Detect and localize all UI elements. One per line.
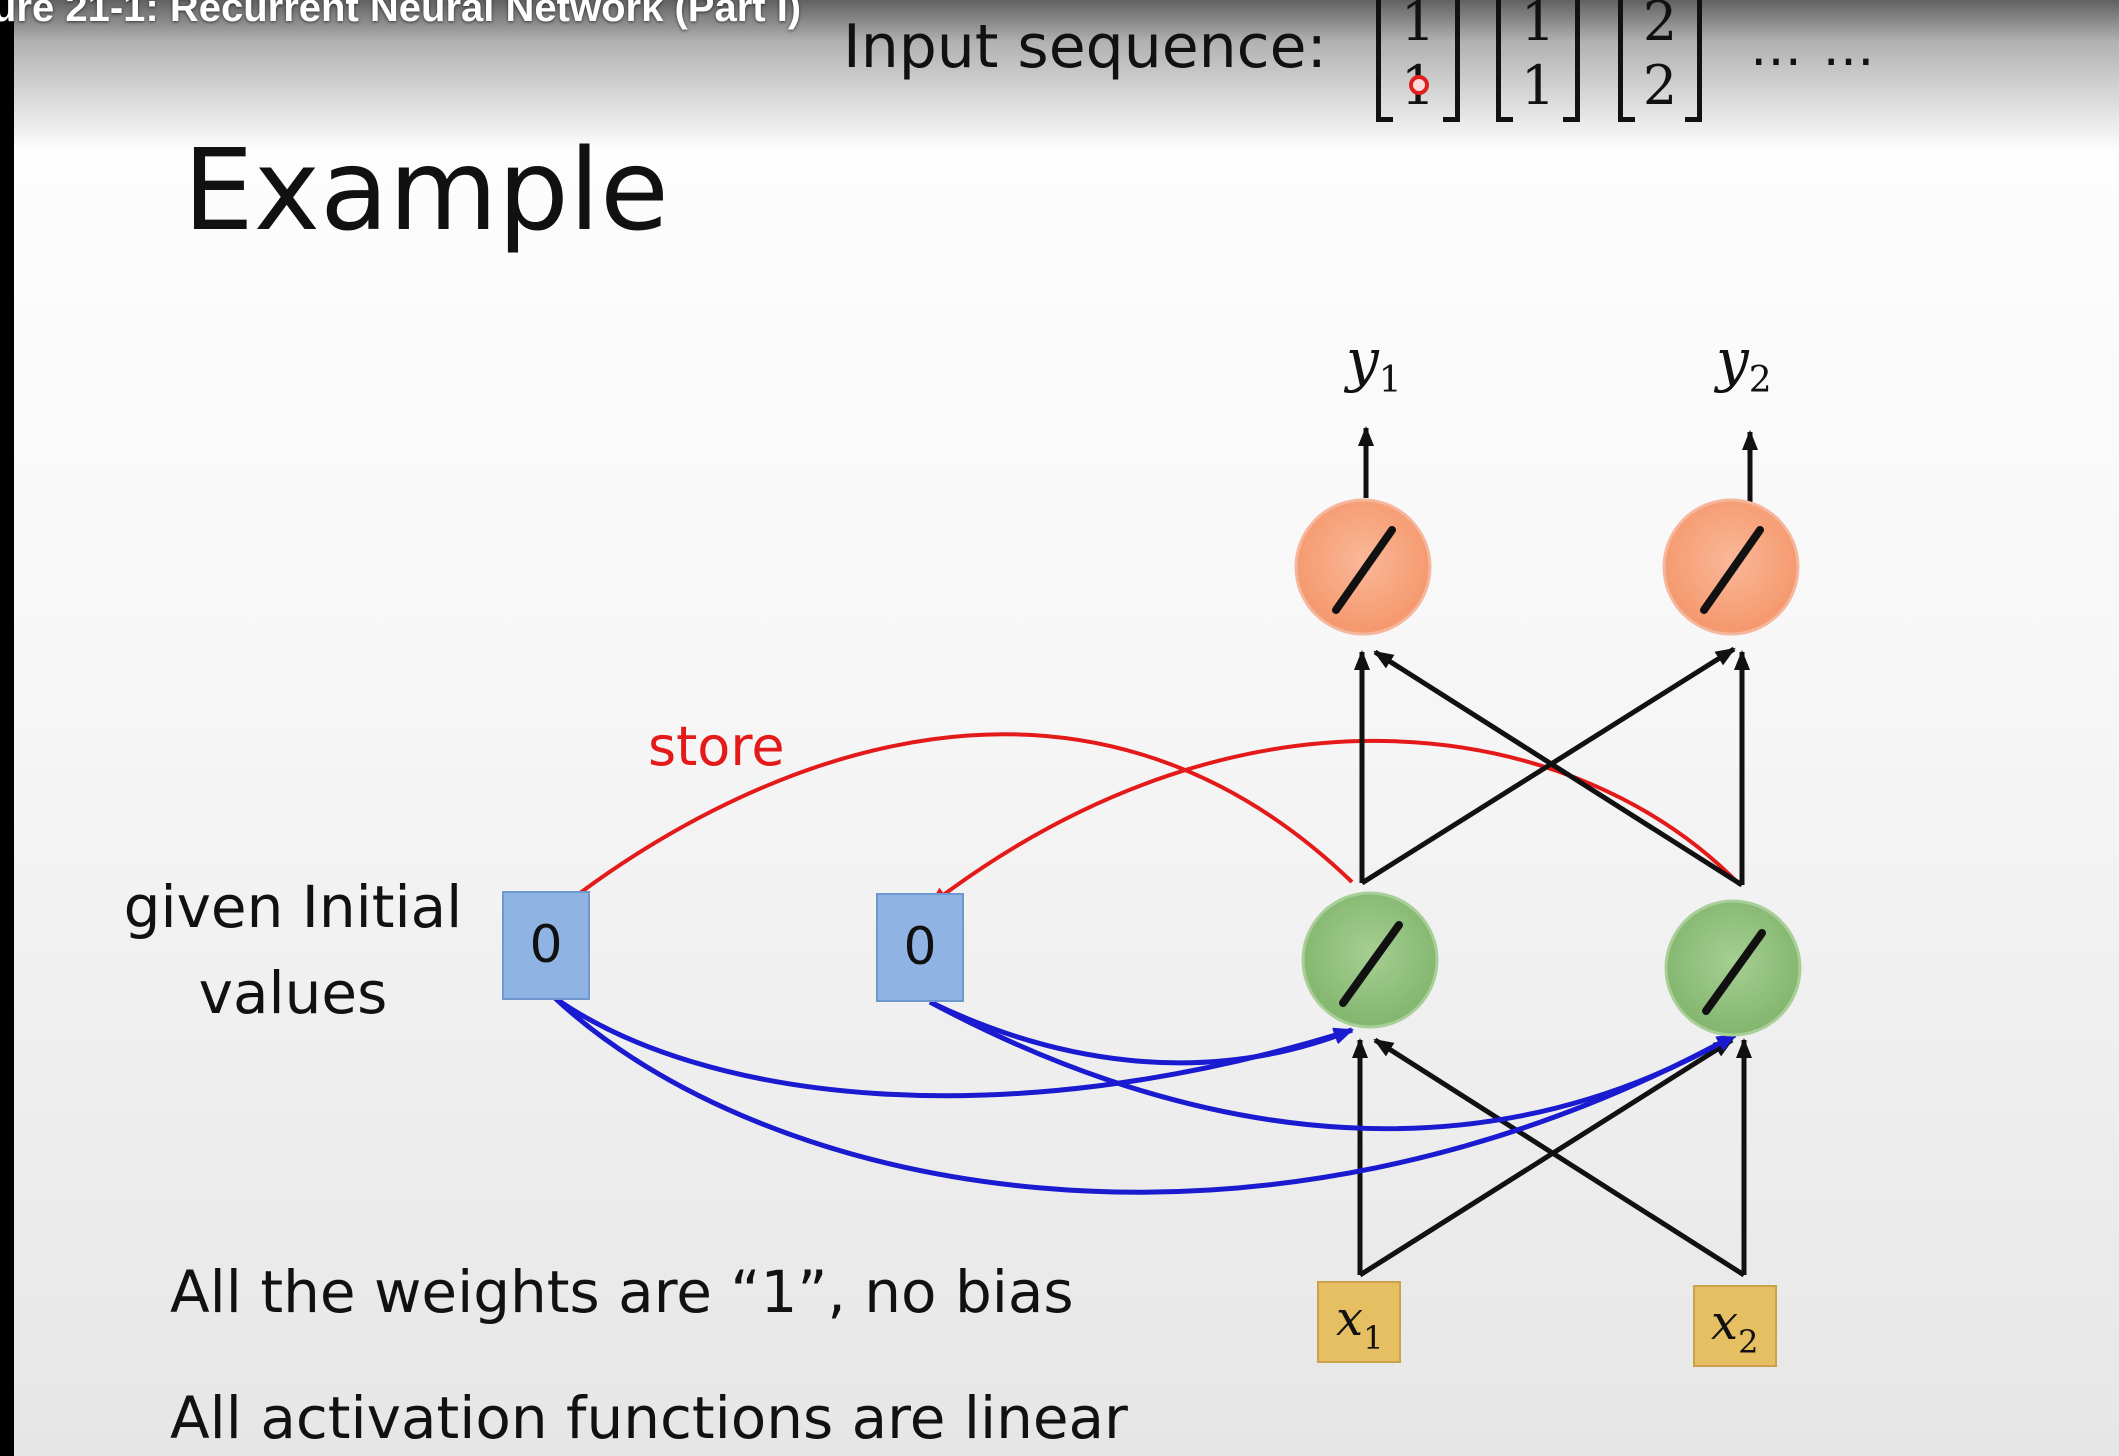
input-node-2: x2 (1693, 1285, 1777, 1367)
input-vector-1-top: 1 (1400, 0, 1436, 53)
store-arrow-2 (928, 738, 1742, 907)
pointer-dot-icon (1409, 75, 1429, 95)
output-label-2: y2 (1713, 326, 1772, 401)
input-vector-2-bottom: 1 (1520, 54, 1556, 117)
input-vector-3-top: 2 (1642, 0, 1678, 53)
linear-slash-icon (1332, 526, 1396, 614)
input-vector-3-bottom: 2 (1642, 54, 1678, 117)
input-node-1-sub: 1 (1363, 1319, 1383, 1357)
input-sequence-label: Input sequence: (843, 12, 1327, 82)
initial-values-label-line2: values (198, 959, 388, 1027)
linear-slash-icon (1700, 526, 1764, 614)
input-vector-2-top: 1 (1520, 0, 1556, 53)
linear-slash-icon (1702, 929, 1766, 1015)
memory-cell-2: 0 (876, 893, 964, 1002)
memory-to-hidden-connections (553, 995, 1737, 1195)
hidden-neuron-1 (1301, 891, 1439, 1029)
output-label-2-var: y (1713, 326, 1750, 394)
linear-slash-icon (1339, 921, 1403, 1007)
video-left-border (0, 0, 14, 1456)
store-label: store (648, 715, 785, 778)
output-label-1: y1 (1343, 326, 1402, 401)
initial-values-label: given Initial values (118, 864, 468, 1036)
output-label-2-sub: 2 (1749, 360, 1772, 401)
memory-cell-1: 0 (502, 891, 590, 1000)
slide-heading: Example (183, 126, 669, 256)
svg-text:x1: x1 (1336, 1291, 1383, 1357)
svg-text:x2: x2 (1711, 1295, 1758, 1361)
output-label-1-sub: 1 (1379, 360, 1402, 401)
input-node-1: x1 (1317, 1281, 1401, 1363)
hidden-neuron-2 (1664, 899, 1802, 1037)
output-label-1-var: y (1343, 326, 1380, 394)
hidden-to-output-connections (1354, 646, 1750, 888)
input-vector-2: 1 1 (1496, 0, 1580, 122)
initial-values-label-line1: given Initial (123, 873, 463, 941)
weights-note: All the weights are “1”, no bias (170, 1258, 1074, 1326)
input-to-hidden-connections (1352, 1037, 1752, 1278)
store-arrow-1 (578, 732, 1354, 895)
output-neuron-2 (1662, 498, 1800, 636)
memory-cell-1-value: 0 (529, 915, 562, 975)
input-node-2-sub: 2 (1738, 1323, 1758, 1361)
input-node-2-var: x (1711, 1295, 1738, 1351)
input-sequence-ellipsis: … … (1750, 18, 1877, 78)
activation-note: All activation functions are linear (170, 1384, 1128, 1452)
video-title-overlay (0, 0, 2119, 150)
video-title[interactable]: ure 21-1: Recurrent Neural Network (Part… (0, 0, 802, 30)
output-neuron-1 (1294, 498, 1432, 636)
memory-cell-2-value: 0 (903, 917, 936, 977)
input-vector-3: 2 2 (1618, 0, 1702, 122)
input-node-1-var: x (1336, 1291, 1363, 1347)
